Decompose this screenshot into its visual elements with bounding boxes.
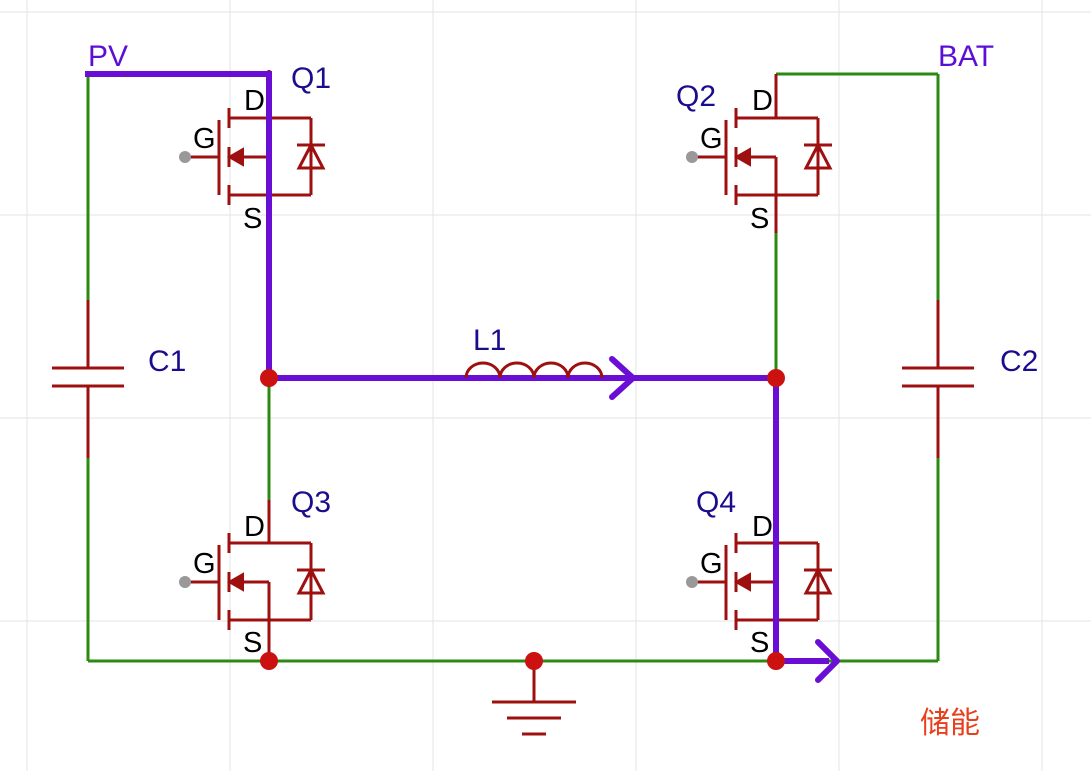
pin-label-s: S (243, 627, 262, 659)
label-q2: Q2 (676, 80, 716, 113)
net-label-bat: BAT (938, 40, 994, 73)
capacitor-c1[interactable] (52, 300, 124, 458)
pin-label-g: G (700, 548, 723, 580)
capacitor-c2[interactable] (902, 300, 974, 458)
pin-label-g: G (700, 123, 723, 155)
current-arrow-icon (815, 639, 840, 683)
caption-energy-storage: 储能 (920, 706, 980, 741)
pin-label-d: D (752, 511, 773, 543)
pin-label-s: S (750, 203, 769, 235)
label-l1: L1 (473, 324, 506, 357)
pin-label-s: S (243, 203, 262, 235)
label-c2: C2 (1000, 345, 1038, 378)
inductor-l1[interactable] (464, 361, 604, 379)
pin-label-g: G (193, 548, 216, 580)
label-q3: Q3 (291, 486, 331, 519)
label-q4: Q4 (696, 486, 736, 519)
label-q1: Q1 (291, 62, 331, 95)
pin-label-d: D (244, 85, 265, 117)
mosfet-q2[interactable] (686, 74, 833, 233)
ground-symbol (492, 661, 576, 736)
pin-label-d: D (244, 511, 265, 543)
pin-label-d: D (752, 85, 773, 117)
net-label-pv: PV (88, 40, 128, 73)
current-arrow-icon (609, 356, 636, 400)
junctions (260, 369, 785, 670)
label-c1: C1 (148, 345, 186, 378)
pin-label-g: G (193, 123, 216, 155)
pin-label-s: S (750, 627, 769, 659)
mosfet-q3[interactable] (179, 500, 326, 661)
